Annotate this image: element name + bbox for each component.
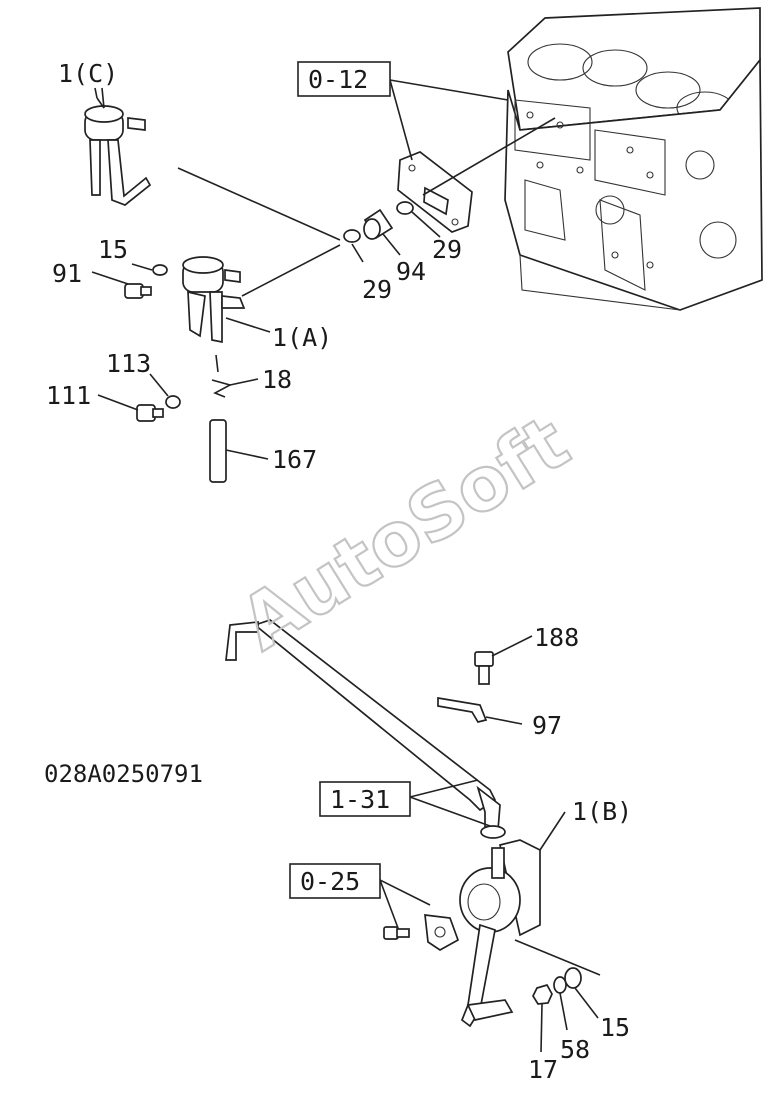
bolt-0-25 [383, 926, 410, 940]
callout-1a: 1(A) [272, 323, 332, 352]
flange-plate [424, 914, 460, 951]
callout-97: 97 [532, 711, 562, 740]
callout-58: 58 [560, 1035, 590, 1064]
clip-18 [211, 379, 233, 398]
callout-1b: 1(B) [572, 797, 632, 826]
engine-block [504, 7, 763, 311]
callout-29-left: 29 [362, 275, 392, 304]
callout-29-right: 29 [432, 235, 462, 264]
callout-1c: 1(C) [58, 59, 118, 88]
washer-15-lower [564, 967, 582, 989]
clamp-29-right [396, 201, 414, 215]
bolt-188 [474, 651, 494, 685]
breather-1b [459, 839, 541, 1028]
breather-adapter [397, 151, 473, 233]
clamp-29-left [343, 229, 361, 243]
callout-17: 17 [528, 1055, 558, 1084]
callout-111: 111 [46, 381, 91, 410]
ref-box-0-12: 0-12 [297, 61, 391, 97]
long-hose [225, 619, 501, 831]
callout-167: 167 [272, 445, 317, 474]
hose-94 [363, 208, 394, 240]
bolt-111 [136, 404, 164, 422]
ref-box-1-31: 1-31 [319, 781, 411, 817]
pipe-167 [209, 419, 227, 483]
watermark: AutoSoft [226, 399, 584, 667]
bolt-91 [124, 283, 152, 299]
callout-18: 18 [262, 365, 292, 394]
nut-17 [532, 983, 553, 1005]
callout-113: 113 [106, 349, 151, 378]
callout-15-lower: 15 [600, 1013, 630, 1042]
drawing-code: 028A0250791 [44, 760, 203, 788]
ref-label-0-12: 0-12 [308, 65, 368, 94]
callout-91: 91 [52, 259, 82, 288]
bracket-97 [437, 696, 488, 723]
washer-113 [165, 395, 181, 409]
washer-15-upper [152, 264, 168, 276]
washer-58 [553, 976, 567, 994]
callout-15-upper: 15 [98, 235, 128, 264]
breather-1a [182, 256, 246, 344]
breather-1c [84, 97, 152, 206]
callout-188: 188 [534, 623, 579, 652]
callout-94: 94 [396, 257, 426, 286]
clamp-lower [480, 825, 506, 839]
ref-label-1-31: 1-31 [330, 785, 390, 814]
ref-box-0-25: 0-25 [289, 863, 381, 899]
ref-label-0-25: 0-25 [300, 867, 360, 896]
